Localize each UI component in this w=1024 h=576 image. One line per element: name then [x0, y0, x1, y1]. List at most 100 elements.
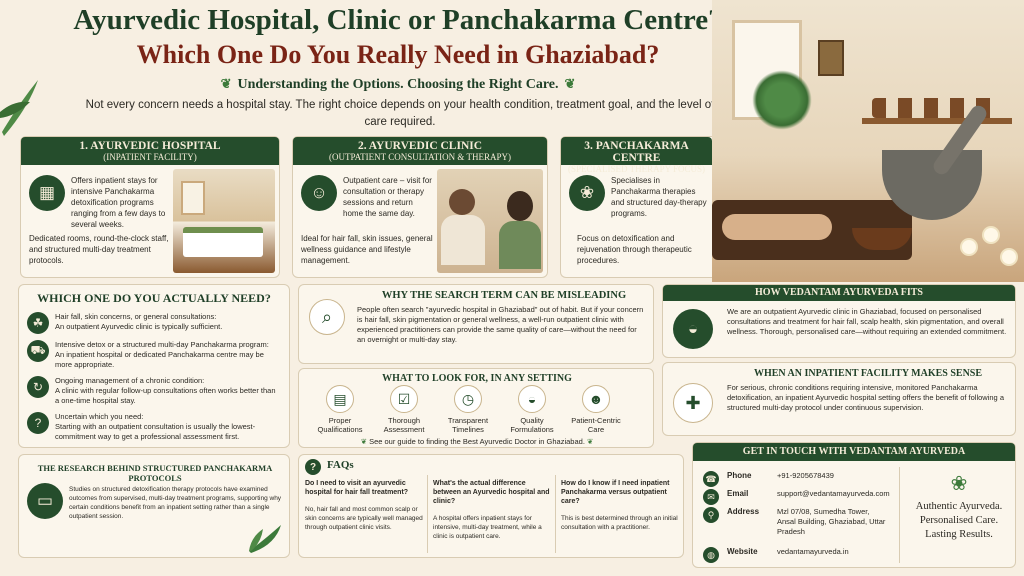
option-subtitle: (INPATIENT FACILITY) — [103, 152, 197, 162]
certificate-icon: ▤ — [326, 385, 354, 413]
look-item: ▤Proper Qualifications — [307, 385, 373, 434]
need-item: ↻ Ongoing management of a chronic condit… — [27, 376, 281, 406]
need-item-condition: Ongoing management of a chronic conditio… — [55, 376, 205, 385]
need-item-condition: Intensive detox or a structured multi-da… — [55, 340, 269, 349]
misleading-heading: WHY THE SEARCH TERM CAN BE MISLEADING — [381, 290, 627, 301]
guide-note-link[interactable]: See our guide to finding the Best Ayurve… — [369, 437, 585, 446]
need-section: WHICH ONE DO YOU ACTUALLY NEED? ☘ Hair f… — [18, 284, 290, 448]
need-heading: WHICH ONE DO YOU ACTUALLY NEED? — [37, 291, 271, 305]
faq-item[interactable]: How do I know if I need inpatient Pancha… — [561, 479, 679, 532]
faqs-section: ? FAQs Do I need to visit an ayurvedic h… — [298, 454, 684, 558]
need-item-recommendation: Starting with an outpatient consultation… — [55, 422, 256, 441]
mortar-icon: ◒ — [673, 309, 713, 349]
need-item: ? Uncertain which you need:Starting with… — [27, 412, 281, 442]
hospital-bed-icon: ✚ — [673, 383, 713, 423]
question-icon: ? — [27, 412, 49, 434]
hospital-icon: ▦ — [29, 175, 65, 211]
look-item-label: Transparent Timelines — [447, 416, 489, 434]
look-item: ☻Patient-Centric Care — [563, 385, 629, 434]
slogan-block: ❀ Authentic Ayurveda. Personalised Care.… — [905, 471, 1013, 542]
email-icon: ✉ — [703, 489, 719, 505]
contact-address: ⚲ Address Mzl 07/08, Sumedha Tower, Ansa… — [703, 507, 903, 537]
bed-icon: ⛟ — [27, 340, 49, 362]
misleading-section: WHY THE SEARCH TERM CAN BE MISLEADING ⌕ … — [298, 284, 654, 364]
clipboard-icon: ☑ — [390, 385, 418, 413]
contact-label: Email — [727, 489, 749, 498]
guide-note[interactable]: ❦ See our guide to finding the Best Ayur… — [299, 437, 655, 446]
leaf-icon: ❦ — [564, 76, 576, 91]
research-body: Studies on structured detoxification the… — [69, 486, 282, 520]
option-title: 2. AYURVEDIC CLINIC — [357, 140, 483, 152]
contact-label: Website — [727, 547, 758, 556]
research-heading: THE RESEARCH BEHIND STRUCTURED PANCHAKAR… — [37, 463, 273, 483]
option-detail: Ideal for hair fall, skin issues, genera… — [301, 234, 433, 265]
website-link[interactable]: vedantamayurveda.in — [777, 547, 849, 556]
faq-question[interactable]: What's the actual difference between an … — [433, 480, 550, 505]
intro-text: Not every concern needs a hospital stay.… — [85, 99, 715, 128]
contact-email: ✉ Email support@vedantamayurveda.com — [703, 489, 903, 505]
option-description: Specialises in Panchakarma therapies and… — [611, 176, 707, 218]
need-item-condition: Uncertain which you need: — [55, 412, 144, 421]
slogan-line: Authentic Ayurveda. — [915, 501, 1003, 512]
option-card-hospital: 1. AYURVEDIC HOSPITAL (INPATIENT FACILIT… — [20, 136, 280, 278]
faq-question[interactable]: How do I know if I need inpatient Pancha… — [561, 480, 670, 505]
tagline: ❦Understanding the Options. Choosing the… — [18, 76, 778, 93]
search-icon: ⌕ — [309, 299, 345, 335]
need-item-recommendation: An outpatient Ayurvedic clinic is typica… — [55, 322, 223, 331]
people-icon: ☻ — [582, 385, 610, 413]
option-card-panchakarma: 3. PANCHAKARMA CENTRE (SPECIALISED THERA… — [560, 136, 712, 278]
faq-answer: A hospital offers inpatient stays for in… — [433, 515, 542, 540]
globe-icon: ◍ — [703, 547, 719, 563]
misleading-body: People often search "ayurvedic hospital … — [357, 305, 644, 344]
fits-heading: HOW VEDANTAM AYURVEDA FITS — [663, 285, 1015, 301]
slogan-line: Personalised Care. — [919, 515, 999, 526]
clock-icon: ◷ — [454, 385, 482, 413]
page-title: Ayurvedic Hospital, Clinic or Panchakarm… — [73, 4, 723, 36]
faq-item[interactable]: Do I need to visit an ayurvedic hospital… — [305, 479, 423, 532]
look-for-heading: WHAT TO LOOK FOR, IN ANY SETTING — [382, 373, 572, 384]
leaf-decoration-icon — [245, 521, 285, 555]
need-item-recommendation: A clinic with regular follow-up consulta… — [55, 386, 276, 405]
phone-value[interactable]: +91-9205678439 — [777, 471, 834, 480]
faq-question[interactable]: Do I need to visit an ayurvedic hospital… — [305, 480, 409, 496]
email-value[interactable]: support@vedantamayurveda.com — [777, 489, 890, 498]
inpatient-heading: WHEN AN INPATIENT FACILITY MAKES SENSE — [753, 368, 983, 379]
clinic-consultation-photo — [437, 169, 543, 273]
leaf-icon: ❦ — [587, 437, 594, 446]
lotus-icon: ❀ — [569, 175, 605, 211]
need-item: ☘ Hair fall, skin concerns, or general c… — [27, 312, 281, 334]
hair-icon: ☘ — [27, 312, 49, 334]
phone-icon: ☎ — [703, 471, 719, 487]
contact-heading: GET IN TOUCH WITH VEDANTAM AYURVEDA — [693, 443, 1015, 461]
contact-label: Phone — [727, 471, 752, 480]
hospital-room-photo — [173, 169, 275, 273]
divider — [427, 475, 428, 553]
need-item-recommendation: An inpatient hospital or dedicated Panch… — [55, 350, 264, 369]
fits-section: HOW VEDANTAM AYURVEDA FITS ◒ We are an o… — [662, 284, 1016, 358]
need-item: ⛟ Intensive detox or a structured multi-… — [27, 340, 281, 370]
look-item: ☑Thorough Assessment — [371, 385, 437, 434]
lotus-icon: ❀ — [950, 473, 968, 495]
option-description: Offers inpatient stays for intensive Pan… — [71, 176, 166, 229]
faq-answer: No, hair fall and most common scalp or s… — [305, 506, 423, 531]
faq-answer: This is best determined through an initi… — [561, 515, 678, 531]
divider — [555, 475, 556, 553]
divider — [899, 467, 900, 563]
need-item-condition: Hair fall, skin concerns, or general con… — [55, 312, 217, 321]
option-banner: 2. AYURVEDIC CLINIC (OUTPATIENT CONSULTA… — [293, 137, 547, 165]
question-icon: ? — [305, 459, 321, 475]
option-banner: 3. PANCHAKARMA CENTRE (SPECIALISED THERA… — [561, 137, 712, 174]
inpatient-section: WHEN AN INPATIENT FACILITY MAKES SENSE ✚… — [662, 362, 1016, 436]
location-pin-icon: ⚲ — [703, 507, 719, 523]
research-section: THE RESEARCH BEHIND STRUCTURED PANCHAKAR… — [18, 454, 290, 558]
inpatient-body: For serious, chronic conditions requirin… — [727, 383, 1004, 412]
faq-item[interactable]: What's the actual difference between an … — [433, 479, 551, 541]
look-item-label: Quality Formulations — [510, 416, 554, 434]
option-title: 3. PANCHAKARMA CENTRE — [584, 140, 689, 164]
option-card-clinic: 2. AYURVEDIC CLINIC (OUTPATIENT CONSULTA… — [292, 136, 548, 278]
option-subtitle: (SPECIALISED THERAPY FOCUS) — [567, 164, 706, 174]
leaf-icon: ❦ — [360, 437, 367, 446]
faqs-heading: FAQs — [327, 459, 354, 471]
look-for-section: WHAT TO LOOK FOR, IN ANY SETTING ▤Proper… — [298, 368, 654, 448]
cycle-icon: ↻ — [27, 376, 49, 398]
